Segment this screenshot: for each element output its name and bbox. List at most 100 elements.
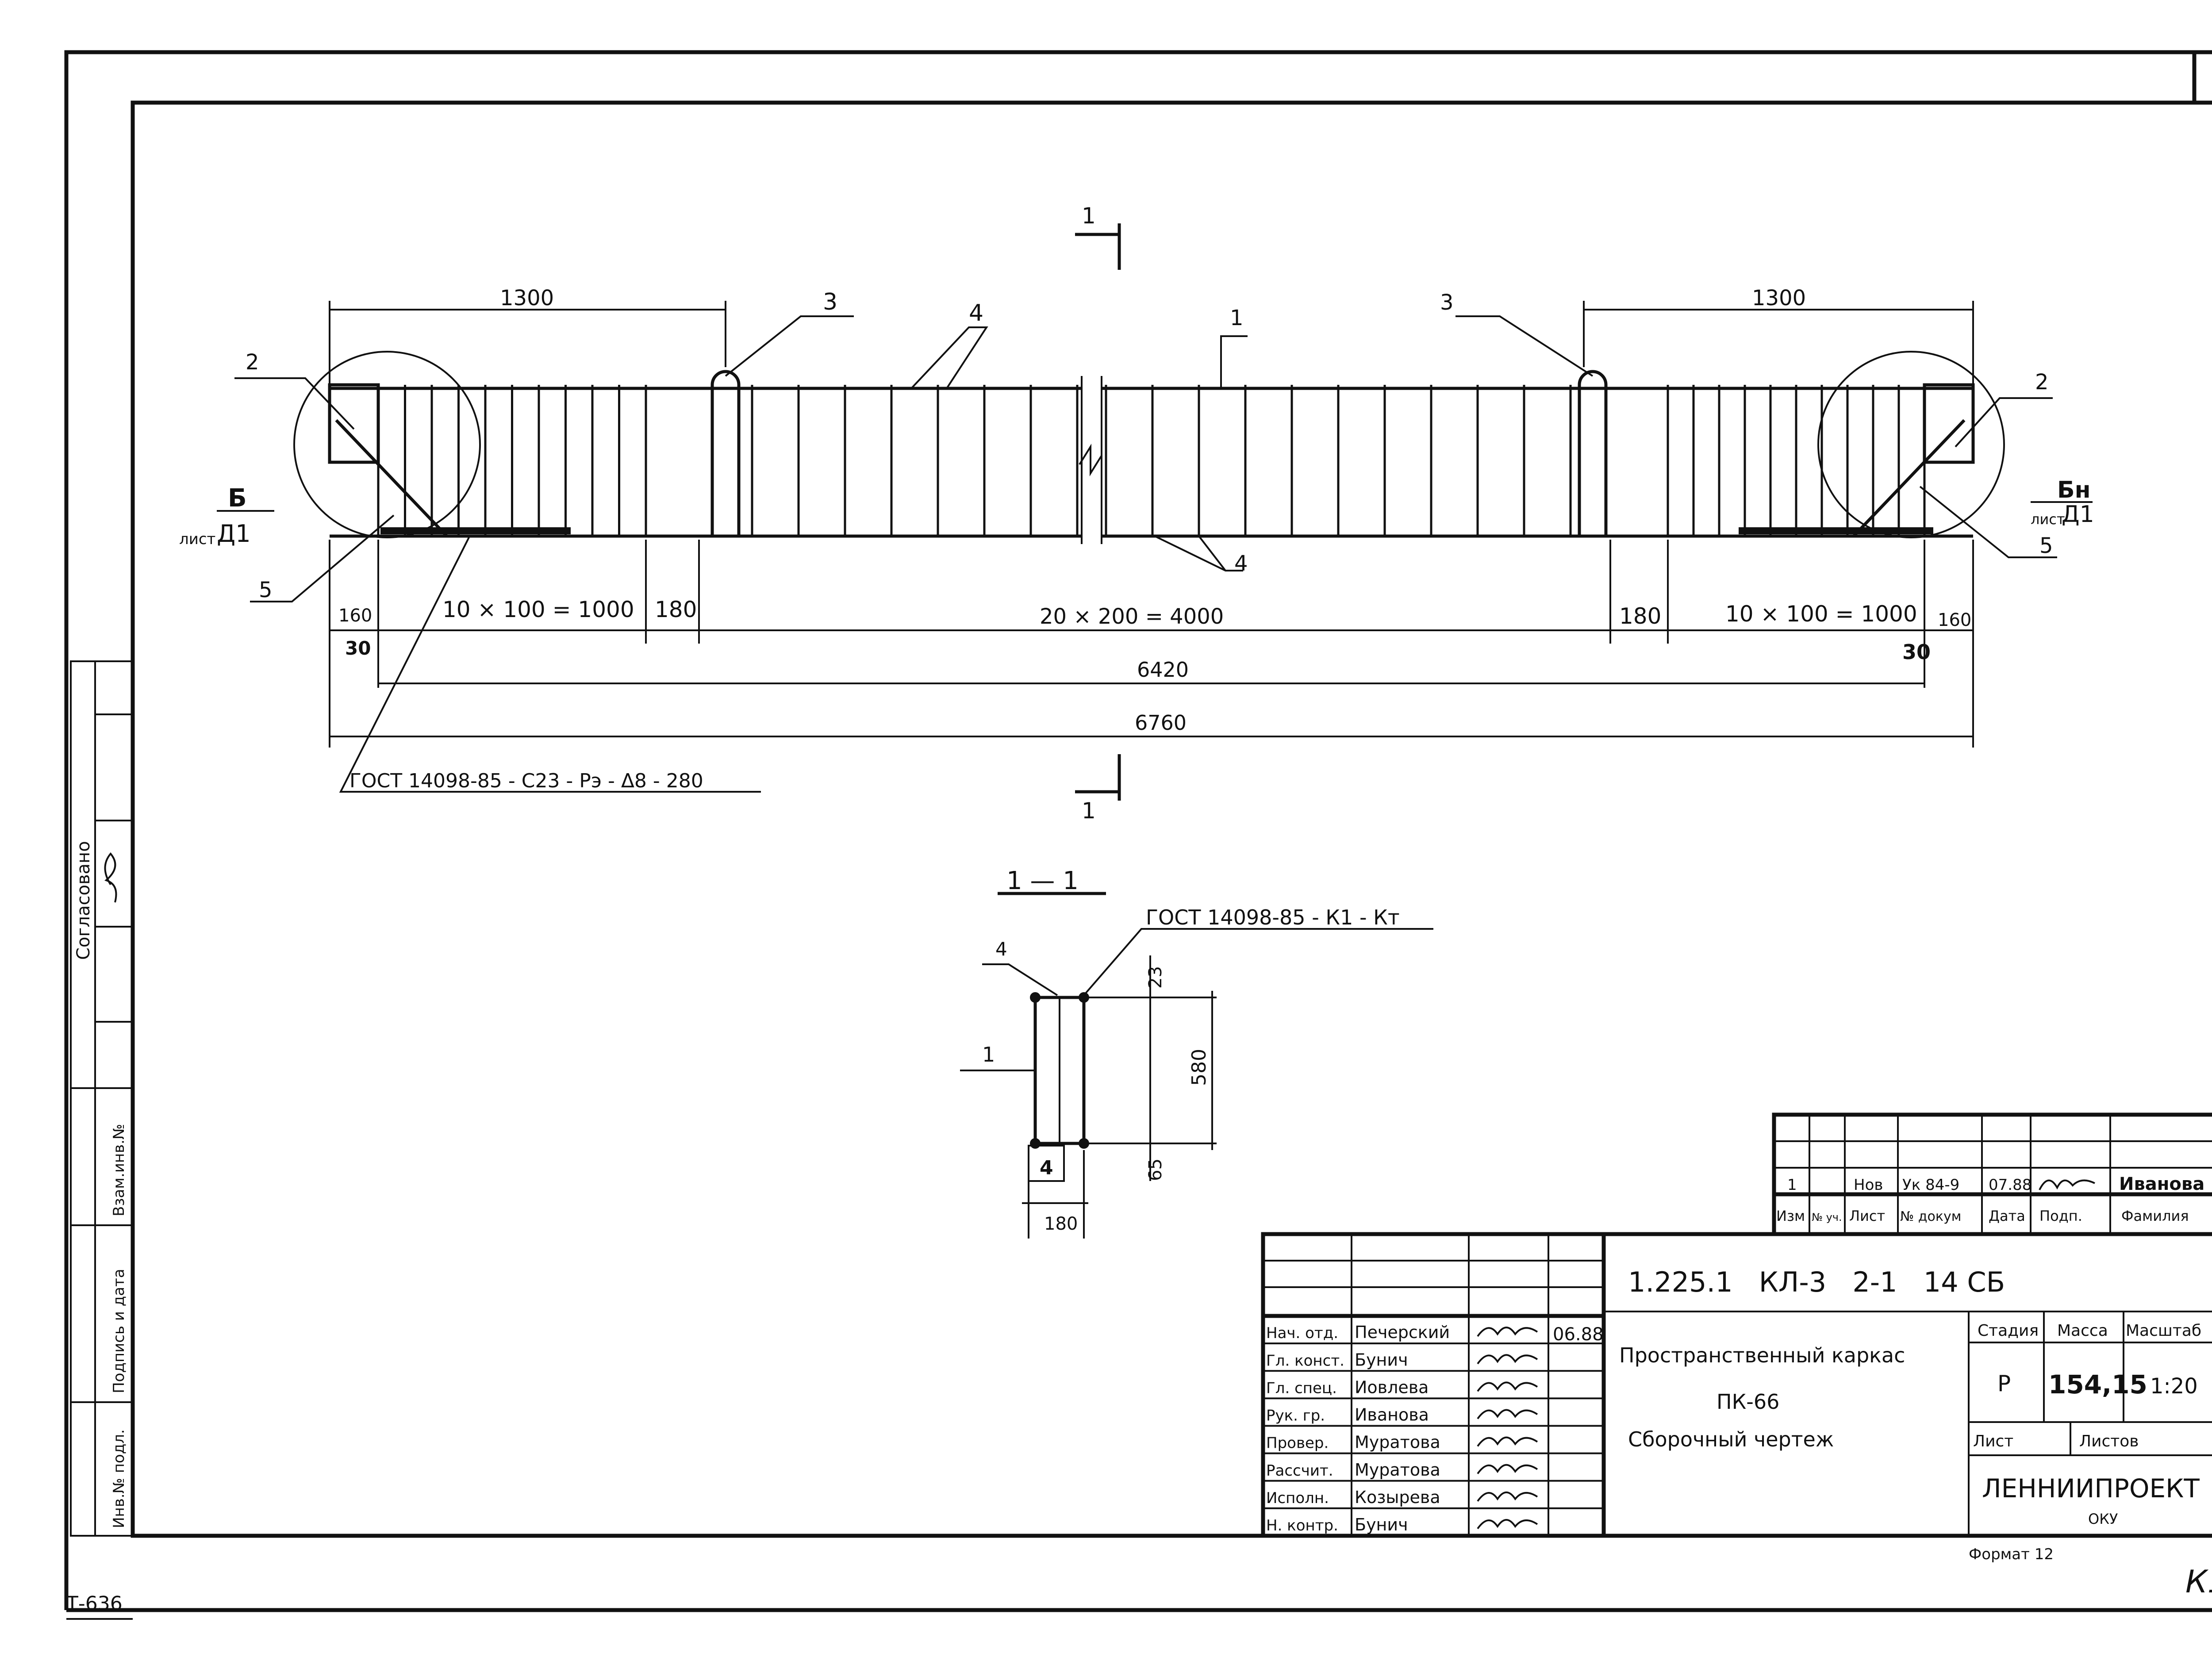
section-dim-65: 65 xyxy=(1145,1158,1166,1181)
dim-180-left: 180 xyxy=(655,597,697,622)
callout-2-left: 2 xyxy=(246,350,259,375)
podpis-data-label: Подпись и дата xyxy=(110,1269,128,1393)
callout-4-top: 4 xyxy=(969,300,983,326)
revision-block: 1 Нов Ук 84-9 07.88 Иванова Изм № уч. Ли… xyxy=(1772,1112,2212,1236)
doc-code: 1.225.1 КЛ-3 2-1 14 СБ xyxy=(1628,1266,2005,1298)
leader-5-left xyxy=(250,514,395,602)
rev-date: 07.88 xyxy=(1989,1176,2032,1194)
rev-name: Иванова xyxy=(2119,1174,2204,1194)
section-gost-leader xyxy=(1083,928,1433,996)
section-dim-580: 580 xyxy=(1188,1049,1210,1086)
sheet-label: Лист xyxy=(1973,1432,2013,1450)
staff-signature xyxy=(1477,1354,1538,1365)
diagonal-left xyxy=(335,419,448,537)
section-cut-bottom-label: 1 xyxy=(1082,798,1096,824)
staff-signature xyxy=(1477,1491,1538,1502)
rev-h-date: Дата xyxy=(1989,1208,2025,1224)
callout-5-right: 5 xyxy=(2039,533,2053,558)
staff-name: Иванова xyxy=(1355,1405,1429,1425)
dim-30-left: 30 xyxy=(345,637,371,659)
gost-leader xyxy=(339,537,761,793)
rev-list: Нов xyxy=(1854,1176,1883,1194)
staff-role: Провер. xyxy=(1266,1434,1329,1452)
cage-elevation: 1 1 1300 1300 1 2 2 3 3 4 4 5 5 xyxy=(179,203,2094,824)
title-line-3: Сборочный чертеж xyxy=(1628,1427,1834,1451)
section-cut-top-label: 1 xyxy=(1082,203,1096,229)
rev-h-uch: № уч. xyxy=(1812,1211,1842,1223)
detail-ref-left: Б лист Д1 xyxy=(179,484,274,548)
section-callout-1: 1 xyxy=(982,1043,995,1066)
title-line-1: Пространственный каркас xyxy=(1619,1343,1905,1367)
section-leader-4 xyxy=(982,963,1058,996)
vzam-inv-label: Взам.инв.№ xyxy=(110,1124,128,1216)
dim-180-right: 180 xyxy=(1619,603,1661,629)
section-callout-4: 4 xyxy=(995,938,1007,960)
staff-signature xyxy=(1477,1464,1538,1474)
staff-role: Н. контр. xyxy=(1266,1517,1338,1534)
dim-20x200: 20 × 200 = 4000 xyxy=(1040,604,1224,629)
staff-signature xyxy=(1477,1519,1538,1530)
callout-3-left: 3 xyxy=(823,289,837,315)
rev-h-list: Лист xyxy=(1849,1208,1885,1224)
staff-name: Печерский xyxy=(1355,1323,1450,1342)
title-line-2: ПК-66 xyxy=(1717,1390,1779,1414)
svg-text:лист: лист xyxy=(179,530,215,548)
left-side-stamp: Согласовано Взам.инв.№ Подпись и дата Ин… xyxy=(70,660,134,1537)
leader-4-bottom-b xyxy=(1198,535,1226,571)
rev-izm: 1 xyxy=(1787,1176,1797,1194)
staff-role: Гл. конст. xyxy=(1266,1352,1344,1369)
agreed-label: Согласовано xyxy=(73,841,94,960)
staff-name: Муратова xyxy=(1355,1460,1440,1480)
callout-1: 1 xyxy=(1230,306,1244,330)
dim-10x100-left: 10 × 100 = 1000 xyxy=(442,597,634,622)
callout-3-right: 3 xyxy=(1440,290,1454,315)
staff-signature xyxy=(1477,1327,1538,1337)
staff-name: Муратова xyxy=(1355,1433,1440,1452)
svg-text:Д1: Д1 xyxy=(2062,501,2094,528)
outer-frame xyxy=(64,50,2212,1612)
agreed-signature xyxy=(104,852,117,903)
scale-label: Масштаб xyxy=(2126,1322,2201,1340)
svg-text:Б: Б xyxy=(228,484,247,513)
inv-podl-label: Инв.№ подл. xyxy=(110,1429,128,1528)
stage-label: Стадия xyxy=(1978,1322,2039,1340)
dim-6420-label: 6420 xyxy=(1137,658,1189,682)
rev-signature xyxy=(2039,1179,2095,1190)
staff-role: Рассчит. xyxy=(1266,1462,1333,1480)
dim-10x100-right: 10 × 100 = 1000 xyxy=(1725,601,1917,627)
staff-role: Нач. отд. xyxy=(1266,1324,1338,1342)
section-1-1: 1 — 1 ГОСТ 14098-85 - К1 - Кт 4 1 4 23 5… xyxy=(960,867,1433,1239)
svg-text:Бн: Бн xyxy=(2057,477,2091,503)
scale-value: 1:20 xyxy=(2150,1374,2198,1399)
leader-5-right xyxy=(1919,486,2057,558)
detail-circle-right xyxy=(1817,351,2005,538)
section-bar-bl xyxy=(1030,1138,1041,1149)
leader-3-right xyxy=(1455,315,1594,377)
section-gost-note: ГОСТ 14098-85 - К1 - Кт xyxy=(1146,905,1400,929)
dim-160-right: 160 xyxy=(1938,610,1971,630)
break-zigzag xyxy=(1079,444,1102,476)
leader-1 xyxy=(1220,335,1248,388)
section-dim-23: 23 xyxy=(1145,966,1166,989)
rev-h-sign: Подп. xyxy=(2039,1208,2082,1224)
section-bar-tl xyxy=(1030,992,1041,1003)
staff-name: Бунич xyxy=(1355,1515,1408,1534)
mass-label: Масса xyxy=(2057,1322,2108,1340)
detail-circle-left xyxy=(293,351,481,538)
callout-5-left: 5 xyxy=(259,578,273,602)
staff-date-mark: 06.88 xyxy=(1553,1324,1604,1345)
callout-2-right: 2 xyxy=(2035,370,2049,395)
leader-2-left xyxy=(234,377,355,430)
format-label: Формат 12 xyxy=(1969,1545,2054,1563)
org-name: ЛЕННИИПРОЕКТ xyxy=(1982,1473,2200,1503)
corner-code: Т-636 xyxy=(66,1592,123,1615)
staff-name: Иовлева xyxy=(1355,1377,1429,1397)
staff-signature xyxy=(1477,1436,1538,1447)
bottom-right-mark: К1 xyxy=(2185,1564,2212,1600)
sheets-label: Листов xyxy=(2079,1432,2139,1450)
org-dept: ОКУ xyxy=(2088,1511,2118,1527)
detail-ref-right: Бн лист Д1 xyxy=(2031,477,2094,528)
